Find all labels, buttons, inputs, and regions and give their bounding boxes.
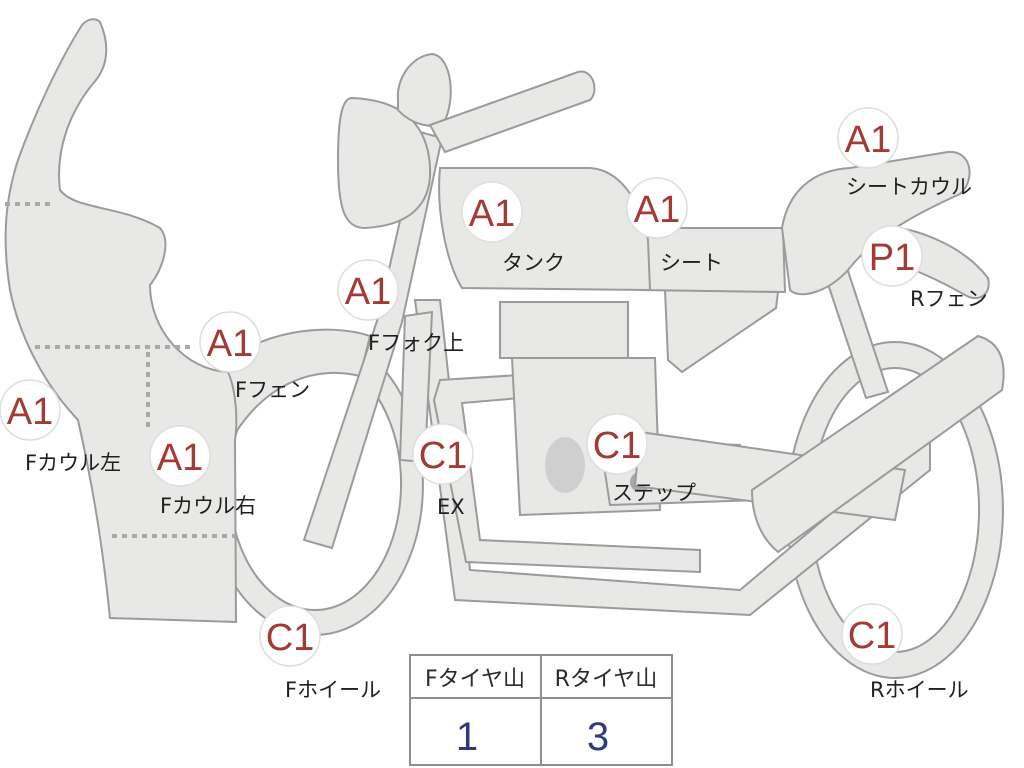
grade-text: P1 [869,237,915,279]
part-label: EX [437,495,465,519]
tire-tread-table: Fタイヤ山 Rタイヤ山 1 3 [409,654,673,768]
front-cowl-shape [4,18,238,624]
part-tank: A1 タンク [461,181,565,275]
part-f-wheel: C1 Fホイール [259,605,381,702]
part-seat-cowl: A1 シートカウル [837,107,972,199]
grade-badge [461,181,523,243]
engine-top-shape [499,301,629,359]
grade-badge [0,379,61,441]
grade-text: A1 [634,189,680,231]
grade-text: C1 [848,615,897,657]
grade-text: A1 [157,437,203,479]
grade-text: C1 [593,425,642,467]
grade-badge [841,603,903,665]
front-tire-value: 1 [456,715,478,759]
part-label: Fフォク上 [368,331,464,355]
part-annotations: A1 Fカウル左 A1 Fカウル右 A1 Fフェン A1 Fフォク上 A1 タン… [0,107,988,702]
part-label: Fホイール [285,678,381,702]
rear-tire-header: Rタイヤ山 [555,667,658,692]
part-f-cowl-right: A1 Fカウル右 [149,425,256,518]
grade-text: A1 [345,271,391,313]
mirror-shape [396,52,452,127]
part-seat: A1 シート [626,177,723,275]
engine-cover-shape [545,437,585,493]
part-f-cowl-left: A1 Fカウル左 [0,379,121,475]
grade-badge [861,225,923,287]
muffler-shape [750,334,1005,554]
part-step: C1 ステップ [586,413,696,505]
part-label: シートカウル [846,175,972,199]
grade-badge [412,423,474,485]
handlebar-shape [428,70,596,154]
part-label: Rホイール [870,678,969,702]
part-f-fork-upper: A1 Fフォク上 [337,259,464,355]
part-exhaust: C1 EX [412,423,474,519]
grade-text: A1 [207,323,253,365]
grade-text: C1 [419,435,468,477]
headlight-shape [336,96,432,230]
grade-badge [586,413,648,475]
seat-cowl-shape [780,150,971,296]
part-label: Fフェン [235,378,310,402]
part-label: シート [660,251,723,275]
rear-tire-value: 3 [587,715,609,759]
part-label: Rフェン [910,287,988,311]
grade-badge [199,311,261,373]
part-label: Fカウル右 [160,494,256,518]
grade-badge [149,425,211,487]
grade-text: A1 [845,119,891,161]
part-label: Fカウル左 [25,451,121,475]
grade-badge [259,605,321,667]
part-label: タンク [502,251,565,275]
grade-badge [337,259,399,321]
part-r-wheel: C1 Rホイール [841,603,969,702]
side-cover-shape [663,288,780,374]
grade-text: A1 [7,391,53,433]
part-label: ステップ [612,481,696,505]
grade-badge [837,107,899,169]
grade-badge [626,177,688,239]
grade-text: A1 [469,193,515,235]
part-r-fender: P1 Rフェン [861,225,988,311]
front-tire-header: Fタイヤ山 [425,667,525,692]
part-f-fender: A1 Fフェン [199,311,310,402]
rear-wheel-shape [786,341,1004,679]
grade-text: C1 [266,617,315,659]
